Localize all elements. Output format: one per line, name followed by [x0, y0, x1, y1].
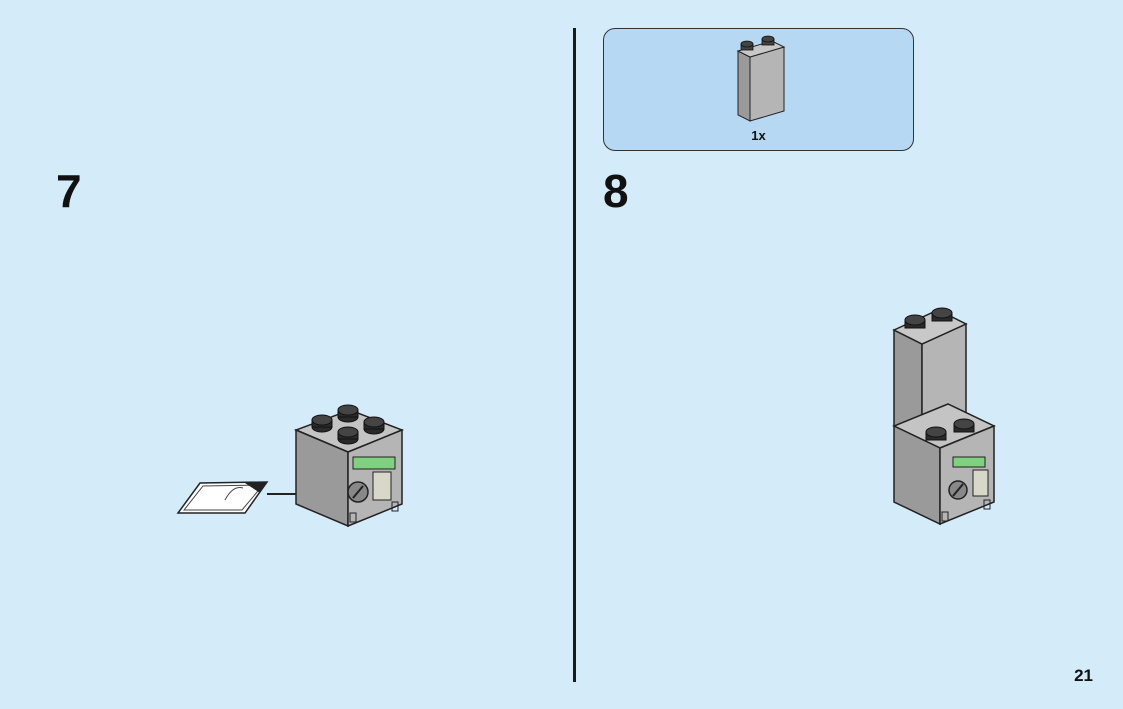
safe-brick-assembly-icon: [176, 404, 405, 528]
step-8-number: 8: [603, 165, 629, 217]
step-7-number: 7: [56, 165, 82, 217]
part-quantity-label: 1x: [751, 128, 766, 143]
step-divider-line: [573, 28, 576, 682]
safe-with-tall-brick-assembly-icon: [892, 307, 996, 526]
sticker-icon: [176, 481, 269, 514]
brick-1x2x3-grey-icon: [736, 35, 786, 122]
page-number: 21: [1074, 666, 1093, 685]
parts-callout-box: 1x: [603, 28, 914, 151]
brick-2x2-grey-icon: [293, 404, 405, 528]
